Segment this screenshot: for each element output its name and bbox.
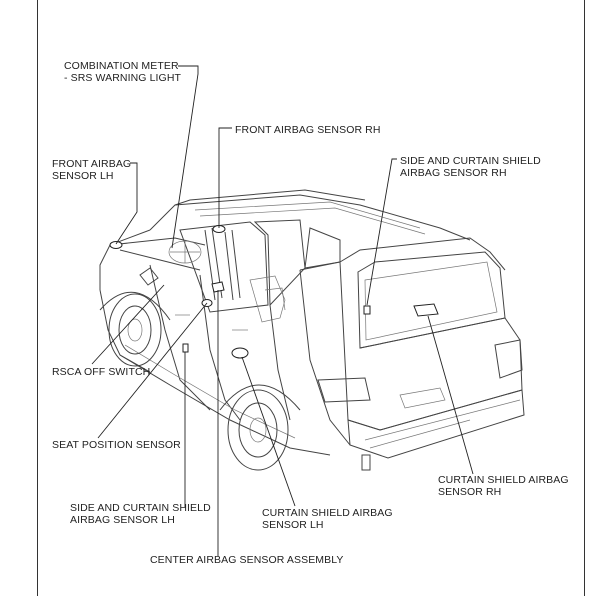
side-curtain-sensor-lh-part — [182, 343, 189, 353]
center-airbag-sensor-part — [211, 281, 225, 293]
side-curtain-sensor-rh-part — [363, 305, 371, 315]
curtain-shield-sensor-rh-part — [413, 303, 439, 317]
vehicle-outline — [99, 189, 525, 471]
curtain-shield-sensor-lh-part — [231, 347, 249, 359]
front-airbag-sensor-lh-part — [109, 241, 123, 249]
label-front-airbag-sensor-rh: FRONT AIRBAG SENSOR RH — [235, 124, 381, 136]
label-curtain-shield-airbag-lh: CURTAIN SHIELD AIRBAG SENSOR LH — [262, 507, 393, 531]
label-front-airbag-sensor-lh: FRONT AIRBAG SENSOR LH — [52, 158, 132, 182]
label-rsca-off-switch: RSCA OFF SWITCH — [52, 366, 151, 378]
label-side-curtain-shield-rh: SIDE AND CURTAIN SHIELD AIRBAG SENSOR RH — [400, 155, 541, 179]
label-side-curtain-shield-lh: SIDE AND CURTAIN SHIELD AIRBAG SENSOR LH — [70, 502, 211, 526]
page-frame — [37, 0, 585, 596]
label-combination-meter: COMBINATION METER - SRS WARNING LIGHT — [64, 60, 182, 84]
leader-lines — [91, 65, 474, 556]
label-curtain-shield-airbag-rh: CURTAIN SHIELD AIRBAG SENSOR RH — [438, 474, 569, 498]
sensor-parts — [109, 225, 439, 359]
label-center-airbag-sensor: CENTER AIRBAG SENSOR ASSEMBLY — [150, 554, 344, 566]
label-seat-position-sensor: SEAT POSITION SENSOR — [52, 439, 181, 451]
